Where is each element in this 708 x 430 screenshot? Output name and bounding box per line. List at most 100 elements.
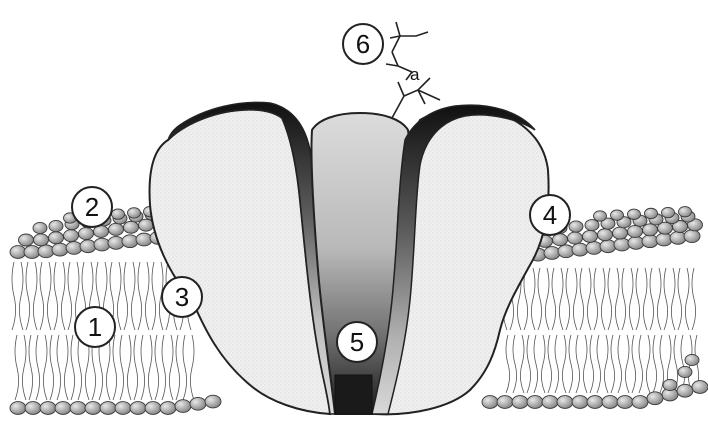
- lipid-head: [136, 233, 152, 246]
- glycan-label: a: [410, 65, 420, 84]
- lipid-head: [662, 207, 675, 217]
- lipid-head: [205, 395, 221, 408]
- lipid-tail: [47, 262, 51, 330]
- lipid-head: [527, 396, 543, 409]
- lipid-tail: [650, 268, 654, 330]
- lipid-head: [611, 210, 624, 220]
- lipid-head: [645, 208, 658, 218]
- lipid-head: [10, 402, 26, 415]
- lipid-tail: [524, 268, 528, 330]
- lipid-head: [583, 230, 598, 242]
- lipid-head: [115, 402, 131, 415]
- lipid-head: [677, 384, 693, 397]
- lipid-head: [692, 381, 708, 394]
- lipid-head: [643, 224, 658, 236]
- callout-number: 4: [543, 200, 557, 230]
- lipid-head: [512, 396, 528, 409]
- lipid-head: [160, 402, 176, 415]
- lipid-tail: [597, 335, 601, 393]
- lipid-head: [542, 396, 558, 409]
- lipid-tail: [618, 335, 622, 393]
- lipid-head: [100, 402, 116, 415]
- lipid-tail: [57, 335, 61, 400]
- lipid-head: [124, 221, 139, 233]
- callout-6: 6: [343, 24, 383, 64]
- lipid-tail: [162, 335, 166, 400]
- lipid-head: [85, 402, 101, 415]
- lipid-tail: [685, 268, 689, 330]
- lipid-tail: [15, 335, 19, 400]
- lipid-tail: [692, 268, 696, 330]
- callout-number: 6: [356, 29, 370, 59]
- lipid-head: [678, 366, 692, 377]
- lipid-tail: [138, 262, 142, 330]
- lipid-tail: [643, 268, 647, 330]
- lipid-tail: [629, 268, 633, 330]
- pore-bottom-opening: [335, 375, 372, 414]
- lipid-tail: [527, 335, 531, 393]
- lipid-tail: [117, 262, 121, 330]
- lipid-head: [598, 229, 613, 241]
- lipid-head: [628, 236, 644, 249]
- lipid-head: [628, 225, 643, 237]
- lipid-tail: [531, 268, 535, 330]
- lipid-tail: [26, 262, 30, 330]
- lipid-head: [25, 402, 41, 415]
- lipid-tail: [12, 262, 16, 330]
- lipid-tail: [622, 268, 626, 330]
- lipid-head: [64, 230, 79, 242]
- lipid-tail: [538, 268, 542, 330]
- lipid-tail: [61, 262, 65, 330]
- lipid-tail: [29, 335, 33, 400]
- lipid-head: [145, 402, 161, 415]
- lipid-tail: [36, 335, 40, 400]
- lipid-tail: [646, 335, 650, 393]
- lipid-tail: [520, 335, 524, 393]
- lipid-tail: [33, 262, 37, 330]
- lipid-tail: [190, 335, 194, 400]
- lipid-tail: [587, 268, 591, 330]
- lipid-head: [553, 234, 568, 246]
- lipid-head: [632, 396, 648, 409]
- lipid-tail: [552, 268, 556, 330]
- lipid-head: [80, 240, 96, 253]
- lipid-tail: [590, 335, 594, 393]
- lipid-head: [128, 208, 141, 218]
- lipid-head: [628, 209, 641, 219]
- lipid-head: [586, 242, 602, 255]
- lipid-head: [122, 235, 138, 248]
- lipid-head: [40, 402, 56, 415]
- lipid-tail: [608, 268, 612, 330]
- lipid-tail: [183, 335, 187, 400]
- lipid-tail: [653, 335, 657, 393]
- lipid-tail: [152, 262, 156, 330]
- lipid-tail: [134, 335, 138, 400]
- lipid-head: [572, 243, 588, 256]
- lipid-tail: [106, 335, 110, 400]
- lipid-tail: [615, 268, 619, 330]
- lipid-tail: [68, 262, 72, 330]
- lipid-tail: [78, 335, 82, 400]
- lipid-head: [613, 227, 628, 239]
- lipid-tail: [64, 335, 68, 400]
- lipid-head: [79, 228, 94, 240]
- lipid-head: [130, 402, 146, 415]
- lipid-head: [34, 234, 49, 246]
- lipid-tail: [594, 268, 598, 330]
- lipid-tail: [513, 335, 517, 393]
- lipid-head: [497, 396, 513, 409]
- lipid-head: [112, 209, 125, 219]
- lipid-head: [33, 222, 47, 233]
- lipid-head: [558, 245, 574, 258]
- lipid-tail: [548, 335, 552, 393]
- lipid-tail: [545, 268, 549, 330]
- lipid-tail: [555, 335, 559, 393]
- lipid-tail: [120, 335, 124, 400]
- lipid-tail: [50, 335, 54, 400]
- callout-3: 3: [162, 277, 202, 317]
- callout-1: 1: [75, 307, 115, 347]
- lipid-tail: [127, 335, 131, 400]
- lipid-head: [572, 396, 588, 409]
- lipid-head: [568, 232, 583, 244]
- lipid-tail: [678, 268, 682, 330]
